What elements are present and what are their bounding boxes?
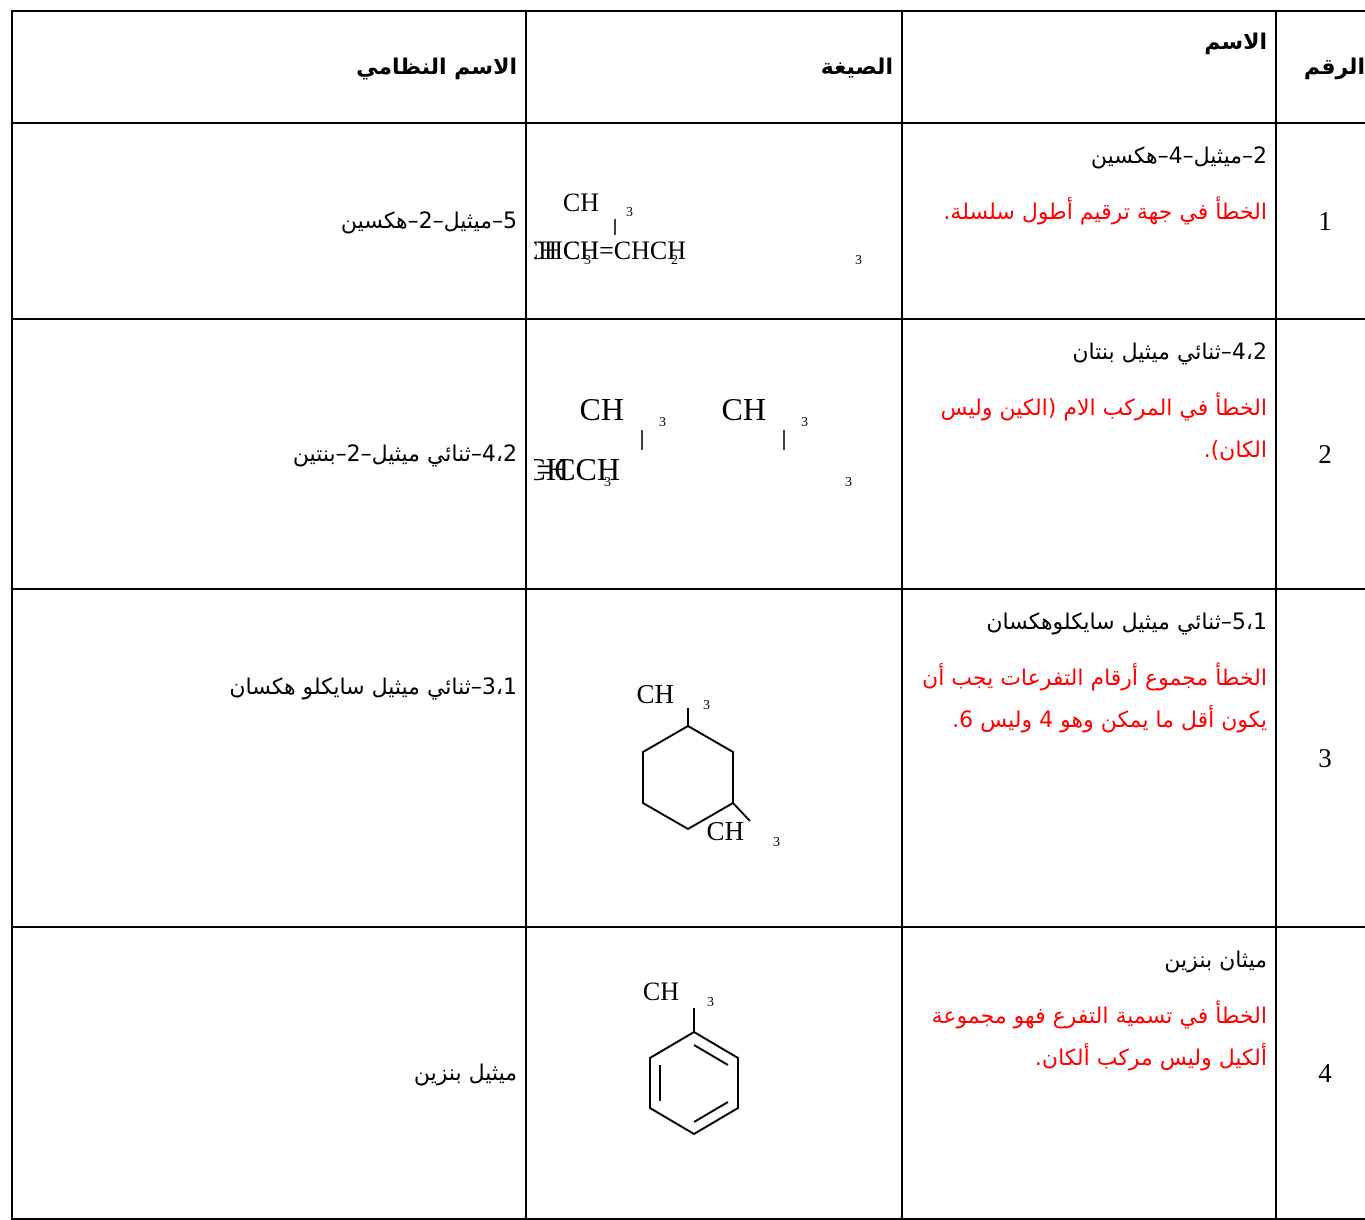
row-name-cell: 2–ميثيل–4–هكسين الخطأ في جهة ترقيم أطول … [901,122,1277,320]
formula-sub: 3 [855,253,862,268]
structural-formula-3: CH 3 CH 3 [636,679,780,850]
structural-formula-4: CH 3 [643,977,739,1136]
formula-text: CH [706,816,744,846]
formula-text: CH=CHCH [563,236,686,265]
original-name: 5،1–ثنائي ميثيل سايكلوهكسان [986,610,1267,635]
row-num: 4 [1275,926,1365,1220]
formula-sub: 3 [845,475,852,490]
original-name: 4،2–ثنائي ميثيل بنتان [1072,340,1267,365]
formula-sub: 2 [671,253,678,268]
formula-sub: 3 [604,475,611,490]
row-name-cell: ميثان بنزين الخطأ في تسمية التفرع فهو مج… [901,926,1277,1220]
formula-sub: 3 [703,698,710,713]
bond-line [732,802,751,822]
formula-text: CH [563,188,599,217]
row-num: 2 [1275,318,1365,590]
systematic-name: ميثيل بنزين [11,926,527,1220]
formula-sub: 3 [801,415,808,430]
cyclohexane-ring [642,724,734,831]
formula-cell: CH 3 CH 3 [525,588,903,928]
original-name: 2–ميثيل–4–هكسين [1090,144,1267,169]
formula-cell: CH 3 CH 3 CHCH 2 CH=CHCH 3 [521,122,903,320]
row-num: 3 [1275,588,1365,928]
formula-cell: CH 3 [525,926,903,1220]
header-name: الاسم [901,10,1277,124]
header-num: الرقم [1275,10,1365,124]
table-row: 2 4،2–ثنائي ميثيل بنتان الخطأ في المركب … [11,318,1365,590]
error-note: الخطأ مجموع أرقام التفرعات يجب أن يكون أ… [922,665,1267,733]
header-row: الرقم الاسم الصيغة الاسم النظامي [11,10,1365,124]
error-note: الخطأ في جهة ترقيم أطول سلسلة. [943,199,1267,225]
formula-sub: 3 [707,995,714,1010]
benzene-ring [649,1030,739,1136]
formula-cell: CH 3 CH 3 CH 3 CHCH=CCH 3 [447,318,903,590]
row-num: 1 [1275,122,1365,320]
systematic-name: 5–ميثيل–2–هكسين [11,122,527,320]
row-name-cell: 4،2–ثنائي ميثيل بنتان الخطأ في المركب ال… [901,318,1277,590]
formula-text: CH [722,391,766,427]
table-row: 3 5،1–ثنائي ميثيل سايكلوهكسان الخطأ مجمو… [11,588,1365,928]
error-note: الخطأ في تسمية التفرع فهو مجموعة ألكيل و… [931,1003,1267,1071]
systematic-name: 4،2–ثنائي ميثيل–2–بنتين [11,318,527,590]
row-name-cell: 5،1–ثنائي ميثيل سايكلوهكسان الخطأ مجموع … [901,588,1277,928]
structural-formula-1: CH 3 CH 3 CHCH 2 CH=CHCH 3 [521,188,862,268]
bond-line [693,1044,729,1066]
error-note: الخطأ في المركب الام (الكين وليس الكان). [940,395,1267,463]
structural-formula-2: CH 3 CH 3 CH 3 CHCH=CCH 3 [447,391,852,490]
systematic-name: 3،1–ثنائي ميثيل سايكلو هكسان [11,588,527,928]
formula-text: CHCH=CCH [534,451,620,487]
header-formula: الصيغة [525,10,903,124]
formula-sub: 3 [584,253,591,268]
formula-sub: 3 [659,415,666,430]
original-name: ميثان بنزين [1164,948,1267,973]
formula-text: CH [636,679,674,709]
formula-text: CH [643,977,679,1006]
naming-table: الرقم الاسم الصيغة الاسم النظامي 1 2–ميث… [11,10,1365,1220]
formula-text: CH [580,391,624,427]
formula-sub: 3 [773,835,780,850]
header-systematic: الاسم النظامي [11,10,527,124]
formula-sub: 3 [626,205,633,220]
table-row: 4 ميثان بنزين الخطأ في تسمية التفرع فهو … [11,926,1365,1220]
bond-line [693,1101,729,1123]
table-row: 1 2–ميثيل–4–هكسين الخطأ في جهة ترقيم أطو… [11,122,1365,320]
formula-text: CHCH [534,236,599,265]
